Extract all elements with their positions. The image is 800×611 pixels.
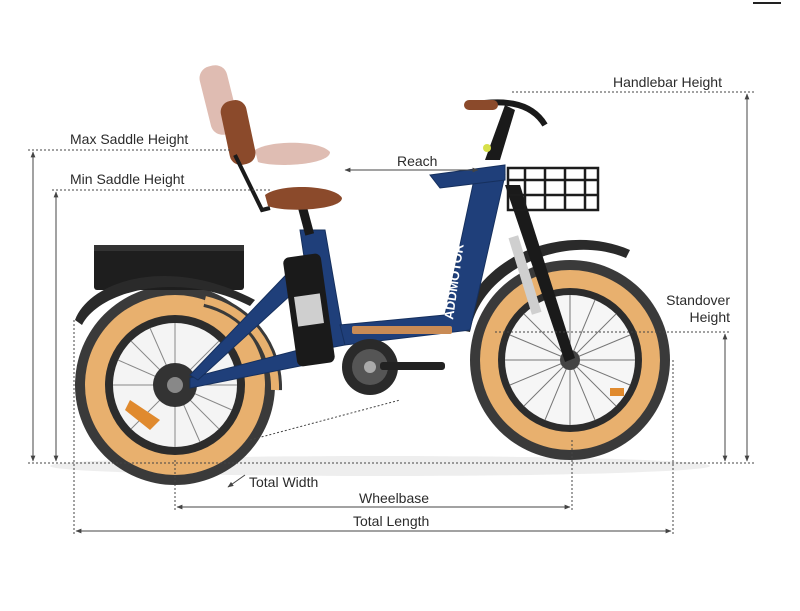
dimension-lines <box>28 91 755 535</box>
rear-wheel <box>75 285 275 485</box>
front-fork <box>505 185 575 362</box>
label-handlebar-height: Handlebar Height <box>613 74 722 90</box>
fork-stanchion <box>508 235 542 315</box>
label-max-saddle-height: Max Saddle Height <box>70 131 189 147</box>
label-standover-height-line1: Standover <box>666 292 730 308</box>
min-saddle <box>220 100 342 213</box>
hamburger-menu-icon[interactable] <box>753 0 781 6</box>
label-wheelbase: Wheelbase <box>359 490 430 506</box>
front-basket <box>506 166 600 212</box>
crank-motor <box>342 339 445 395</box>
rear-fender <box>75 276 255 325</box>
footboard <box>352 326 452 334</box>
label-total-length: Total Length <box>353 513 430 529</box>
front-fender <box>460 239 630 332</box>
battery <box>283 253 335 367</box>
label-reach: Reach <box>397 153 438 169</box>
label-standover-height-line2: Height <box>689 309 730 325</box>
label-min-saddle-height: Min Saddle Height <box>70 171 185 187</box>
rear-wheel-inner <box>203 293 283 391</box>
handlebar <box>464 99 548 160</box>
rear-cargo-box <box>94 245 244 290</box>
label-total-width: Total Width <box>249 474 319 490</box>
dimension-arrows <box>30 93 750 534</box>
